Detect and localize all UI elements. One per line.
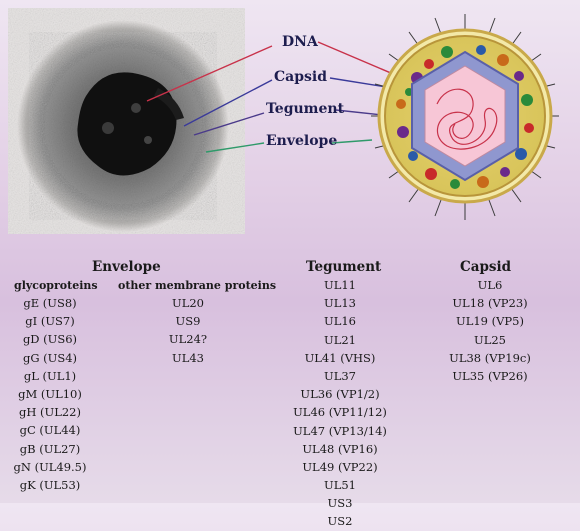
list-item: US9 — [175, 314, 201, 329]
micrograph-drawing — [8, 8, 245, 234]
list-item: UL21 — [324, 332, 356, 347]
list-item: gD (US6) — [22, 332, 78, 347]
list-item: gN (UL49.5) — [13, 459, 87, 474]
list-item: UL51 — [324, 478, 356, 493]
list-item: gL (UL1) — [23, 368, 77, 383]
list-item: UL24? — [168, 332, 208, 347]
dna-leader — [146, 45, 273, 102]
list-item: UL49 (VP22) — [302, 459, 378, 474]
virion-schematic — [371, 14, 559, 220]
tegument-label: Tegument — [266, 101, 345, 117]
list-item: UL20 — [172, 296, 204, 310]
membrane-proteins-header: other membrane proteins — [118, 279, 277, 292]
list-item: gK (UL53) — [19, 477, 81, 492]
list-item: UL6 — [477, 278, 503, 292]
list-item: UL18 (VP23) — [452, 296, 528, 311]
list-item: UL16 — [324, 314, 356, 329]
capsid-title: Capsid — [460, 259, 512, 275]
list-item: gE (US8) — [23, 296, 77, 310]
list-item: UL13 — [324, 296, 356, 311]
tegument-title: Tegument — [306, 259, 382, 275]
list-item: UL37 — [324, 368, 356, 383]
list-item: gC (UL44) — [19, 423, 81, 438]
list-item: gM (UL10) — [18, 386, 82, 401]
envelope-title: Envelope — [92, 259, 161, 275]
list-item: UL25 — [474, 332, 506, 347]
list-item: US3 — [327, 496, 353, 511]
list-item: UL35 (VP26) — [452, 368, 528, 383]
envelope-leader-right — [331, 139, 373, 144]
list-item: US2 — [327, 514, 353, 529]
capsid-label: Capsid — [274, 69, 327, 85]
dna-strand — [436, 88, 498, 150]
list-item: UL47 (VP13/14) — [293, 423, 387, 438]
list-item: UL48 (VP16) — [302, 441, 378, 456]
electron-micrograph — [8, 8, 245, 234]
tegument-leader — [193, 112, 265, 136]
list-item: UL11 — [324, 278, 356, 292]
envelope-leader — [205, 142, 265, 153]
list-item: UL36 (VP1/2) — [300, 387, 380, 402]
envelope-label: Envelope — [266, 133, 338, 149]
list-item: UL41 (VHS) — [304, 350, 376, 365]
glycoprotein-list: gE (US8) gI (US7) gD (US6) gG (US4) gL (… — [10, 294, 90, 494]
list-item: gH (UL22) — [19, 405, 81, 420]
protein-tables: Envelope glycoproteins other membrane pr… — [0, 255, 580, 528]
list-item: UL38 (VP19c) — [449, 350, 531, 365]
dna-label: DNA — [282, 34, 318, 50]
list-item: gG (US4) — [22, 350, 78, 365]
list-item: gB (UL27) — [19, 441, 81, 456]
virion-figure: DNA Capsid Tegument Envelope — [0, 0, 580, 240]
glycoproteins-header: glycoproteins — [14, 279, 98, 292]
list-item: UL43 — [172, 350, 204, 365]
tegument-list: UL11 UL13 UL16 UL21 UL41 (VHS) UL37 UL36… — [280, 276, 400, 531]
list-item: gI (US7) — [25, 314, 75, 329]
membrane-protein-list: UL20 US9 UL24? UL43 — [150, 294, 226, 367]
list-item: UL46 (VP11/12) — [293, 405, 387, 420]
list-item: UL19 (VP5) — [456, 314, 524, 329]
capsid-leader — [183, 79, 273, 127]
capsid-list: UL6 UL18 (VP23) UL19 (VP5) UL25 UL38 (VP… — [430, 276, 550, 385]
